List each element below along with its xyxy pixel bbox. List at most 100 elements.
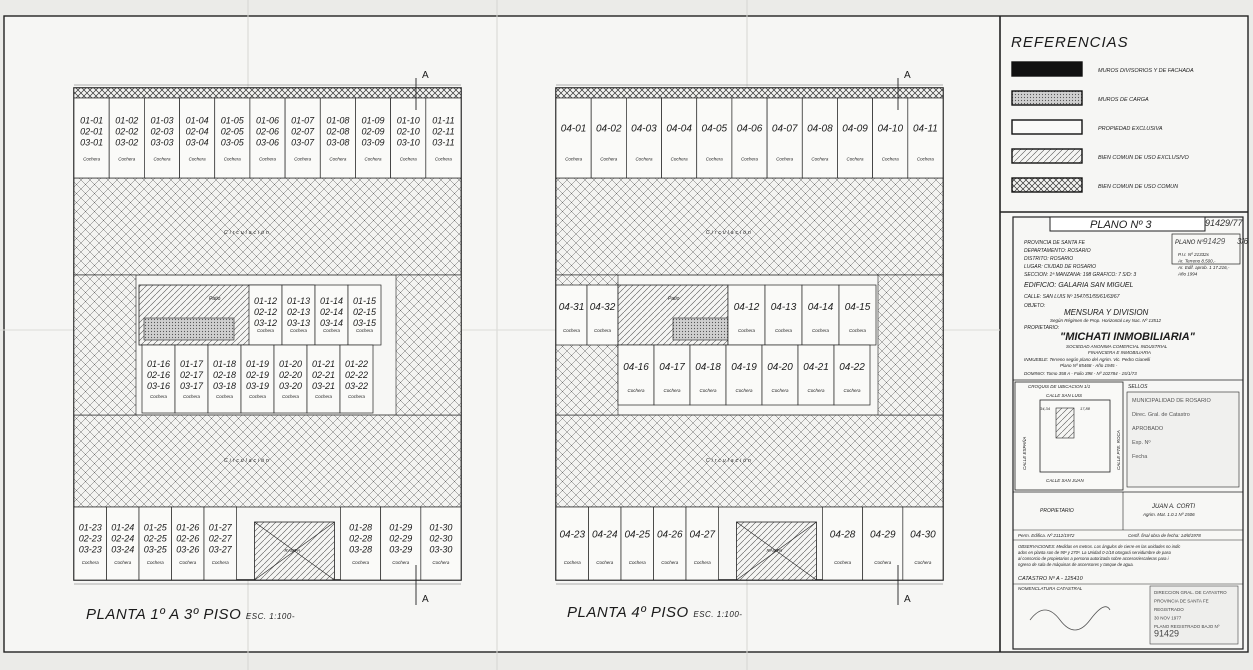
garage-label: Cochera	[699, 388, 717, 393]
garage-label: Cochera	[776, 156, 794, 161]
ramp-label: RAMPA	[767, 548, 783, 553]
unit-cell	[653, 344, 691, 406]
unit-code: 04-18	[695, 362, 721, 373]
unit-cell	[696, 97, 733, 179]
unit-code: 04-24	[592, 530, 618, 541]
croquis-block	[1039, 399, 1111, 473]
unit-code: 04-11	[913, 124, 938, 135]
garage-label: Cochera	[352, 560, 370, 565]
circulation-label: Circulación	[706, 458, 753, 464]
garage-label: Cochera	[596, 560, 614, 565]
unit-cell	[339, 344, 374, 414]
legend-label: MUROS DIVISORIOS Y DE FACHADA	[1098, 68, 1194, 74]
unit-code: 04-04	[666, 124, 692, 135]
firma-profesional-nombre: JUAN A. CORTI	[1151, 504, 1195, 510]
garage-label: Cochera	[849, 328, 867, 333]
unit-code: 04-10	[877, 124, 903, 135]
garage-label: Cochera	[294, 156, 312, 161]
stamp-line: Exp. Nº	[1132, 439, 1151, 446]
stamp-line: APROBADO	[1132, 426, 1164, 432]
signature-scribble	[1029, 606, 1111, 631]
observaciones-line: ngreso de sala de máquinas de ascensores…	[1018, 562, 1134, 567]
ramp-label: RAMPA	[285, 548, 301, 553]
garage-label: Cochera	[874, 560, 892, 565]
stamp-line: Fecha	[1132, 454, 1148, 460]
info-objeto: MENSURA Y DIVISION	[1064, 308, 1149, 317]
garage-label: Cochera	[435, 156, 453, 161]
ramp-cross	[254, 521, 335, 581]
unit-cell	[801, 284, 840, 346]
garage-label: Cochera	[329, 156, 347, 161]
garage-label: Cochera	[282, 394, 300, 399]
unit-cell	[833, 344, 871, 406]
unit-code: 04-25	[624, 530, 650, 541]
plano-number: PLANO Nº 3	[1090, 219, 1152, 231]
info-inmueble: Plano Nº 85468 - Año 1945 -	[1060, 363, 1118, 368]
bottom-stamp	[1149, 585, 1239, 645]
expediente-line: P.I.I. Nº 21332x	[1178, 252, 1210, 257]
handwritten-ref: 91429/77	[1205, 218, 1244, 228]
section-mark: A	[422, 70, 429, 81]
circulation-band-bottom	[555, 414, 944, 508]
info-lugar: LUGAR: CIUDAD DE ROSARIO	[1024, 264, 1096, 270]
garage-label: Cochera	[179, 560, 197, 565]
permiso: Perm. Edifica. Nº 2112/1972	[1018, 533, 1075, 538]
unit-cell	[689, 344, 727, 406]
croquis-dim: 17,88	[1080, 406, 1091, 411]
expediente-line: Año 1994	[1177, 272, 1198, 277]
bottom-stamp-line: PLANO REGISTRADO BAJO Nº	[1154, 624, 1220, 629]
garage-label: Cochera	[635, 156, 653, 161]
patio-label: Patio	[668, 296, 680, 302]
garage-label: Cochera	[564, 560, 582, 565]
garage-label: Cochera	[706, 156, 724, 161]
unit-cell	[902, 506, 944, 581]
expediente-line: Ar. Terreno 8.500,-	[1177, 259, 1216, 264]
garage-label: Cochera	[594, 328, 612, 333]
garage-label: Cochera	[259, 156, 277, 161]
unit-cell	[144, 97, 180, 179]
unit-cell	[586, 284, 619, 346]
info-distrito: DISTRITO: ROSARIO	[1024, 256, 1073, 262]
legend-label: BIEN COMUN DE USO COMUN	[1098, 184, 1178, 190]
garage-label: Cochera	[663, 388, 681, 393]
garage-label: Cochera	[661, 560, 679, 565]
garage-label: Cochera	[114, 560, 132, 565]
info-objeto-label: OBJETO:	[1024, 303, 1046, 309]
info-inmueble: INMUEBLE: Terreno según plano del Agrim.…	[1024, 357, 1151, 362]
unit-cell	[617, 344, 655, 406]
garage-label: Cochera	[629, 560, 647, 565]
stair-block	[672, 317, 729, 341]
garage-label: Cochera	[290, 328, 308, 333]
garage-label: Cochera	[834, 560, 852, 565]
plano-box-number: 91429	[1203, 237, 1226, 246]
unit-cell	[207, 344, 242, 414]
unit-cell	[725, 344, 763, 406]
unit-cell	[179, 97, 216, 179]
legend-swatch-dotted	[1011, 90, 1083, 106]
garage-label: Cochera	[315, 394, 333, 399]
unit-code: 04-26	[657, 530, 683, 541]
unit-code: 04-02	[596, 124, 622, 135]
croquis-title: CROQUIS DE UBICACION 1/1	[1028, 384, 1091, 389]
croquis-dim: 34,34	[1040, 406, 1051, 411]
unit-cell	[822, 506, 864, 581]
garage-label: Cochera	[917, 156, 935, 161]
stair-block	[143, 317, 235, 341]
stamp-line: MUNICIPALIDAD DE ROSARIO	[1132, 398, 1211, 404]
unit-cell	[203, 506, 237, 581]
unit-cell	[138, 506, 172, 581]
garage-label: Cochera	[432, 560, 450, 565]
garage-label: Cochera	[843, 388, 861, 393]
